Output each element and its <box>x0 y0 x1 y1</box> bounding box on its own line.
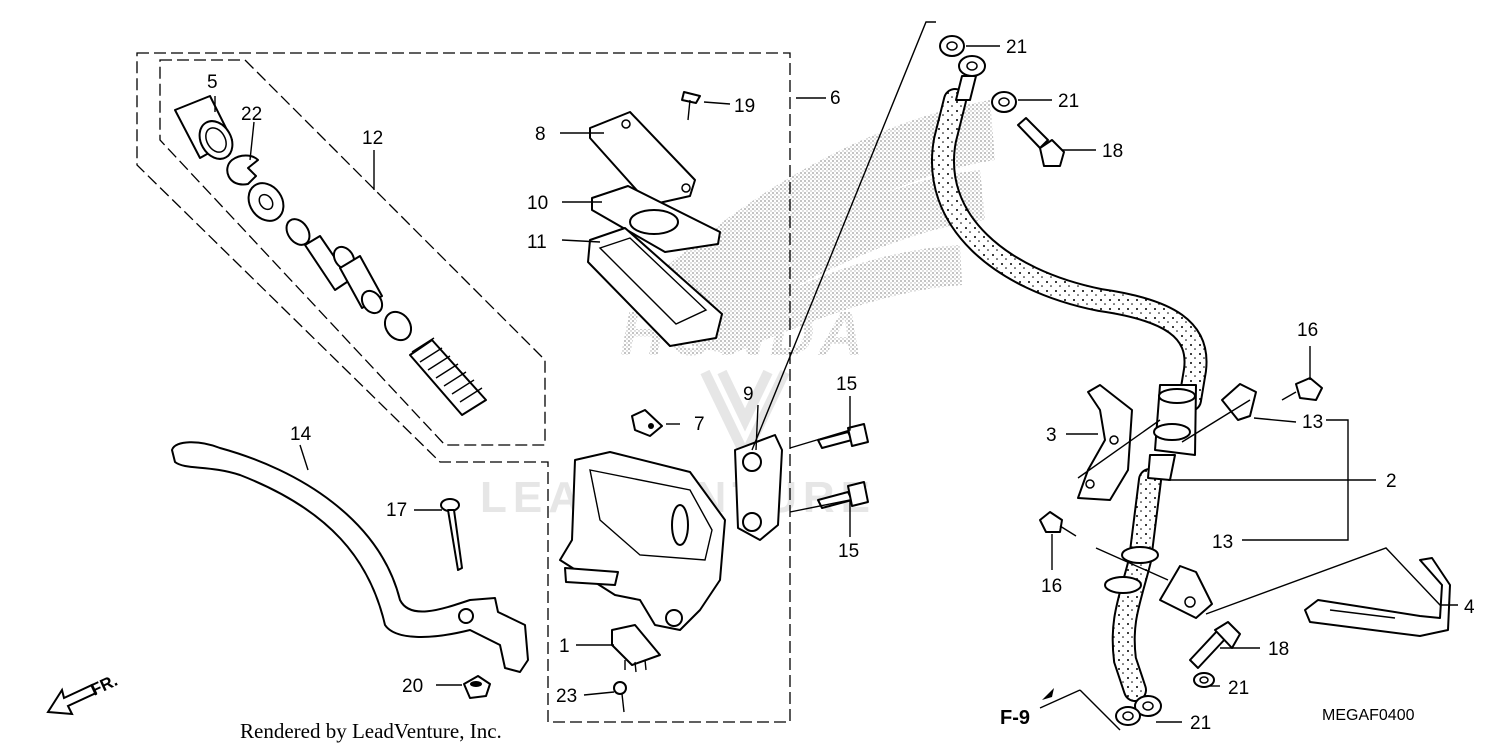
callout-2: 2 <box>1386 471 1397 492</box>
callout-19: 19 <box>734 96 755 117</box>
washer-21-d <box>1115 706 1141 726</box>
callout-22: 22 <box>241 104 262 125</box>
callout-7: 7 <box>694 414 705 435</box>
callout-3: 3 <box>1046 425 1057 446</box>
callout-15-upper: 15 <box>836 374 857 395</box>
piston-kit-parts <box>174 95 487 416</box>
front-arrow-icon <box>46 683 98 716</box>
banjo-fitting-lower <box>1134 695 1162 717</box>
callout-13-lower: 13 <box>1212 532 1233 553</box>
washer-21-c <box>1193 672 1215 688</box>
callout-12: 12 <box>362 128 383 149</box>
callout-9: 9 <box>743 384 754 405</box>
screw-23 <box>613 681 627 713</box>
callout-15-lower: 15 <box>838 541 859 562</box>
bolt-16-upper <box>1281 377 1323 401</box>
reservoir-parts <box>587 111 723 347</box>
callout-6: 6 <box>830 88 841 109</box>
bolt-18-upper <box>1017 117 1065 167</box>
callout-18-lower: 18 <box>1268 639 1289 660</box>
leader-lines <box>214 21 1458 731</box>
callout-11: 11 <box>527 232 547 253</box>
callout-21-a: 21 <box>1006 37 1027 58</box>
callout-14: 14 <box>290 424 312 445</box>
nut-20 <box>463 675 491 699</box>
bracket-7 <box>631 409 663 437</box>
holder-9 <box>734 434 783 541</box>
bolt-16-lower <box>1039 511 1077 537</box>
reference-f9: F-9 <box>1000 688 1054 729</box>
diagram-code: MEGAF0400 <box>1322 707 1415 724</box>
reference-arrow-icon <box>1042 688 1054 700</box>
bolt-15-upper <box>817 423 869 449</box>
stay-4 <box>1304 557 1451 637</box>
assembly-frame-12 <box>159 59 546 446</box>
front-direction-indicator: FR. <box>46 671 121 716</box>
lever-14 <box>171 441 529 673</box>
callout-20: 20 <box>402 676 423 697</box>
callout-8: 8 <box>535 124 546 145</box>
screw-19 <box>681 91 701 121</box>
render-credit: Rendered by LeadVenture, Inc. <box>240 719 502 743</box>
callout-13-upper: 13 <box>1302 412 1323 433</box>
callout-17: 17 <box>386 500 407 521</box>
callout-18-upper: 18 <box>1102 141 1123 162</box>
clamp-13-upper <box>1221 383 1257 421</box>
master-cylinder-body <box>559 451 726 631</box>
pivot-bolt-17 <box>440 498 463 571</box>
assembly-frame-6 <box>136 52 791 723</box>
callout-21-b: 21 <box>1058 91 1079 112</box>
stay-3 <box>1077 384 1133 501</box>
callout-21-c: 21 <box>1228 678 1249 699</box>
switch-1 <box>611 624 661 673</box>
callout-10: 10 <box>527 193 548 214</box>
callout-5: 5 <box>207 72 218 93</box>
brake-hose-2 <box>931 88 1208 702</box>
honda-wing-watermark <box>640 100 995 355</box>
callout-1: 1 <box>559 636 570 657</box>
reference-f9-label: F-9 <box>1000 707 1030 729</box>
callout-16-lower: 16 <box>1041 576 1062 597</box>
washer-21-a <box>939 35 965 57</box>
washer-21-b <box>991 91 1017 113</box>
clamp-13-lower <box>1159 565 1213 619</box>
callout-labels: 5 22 12 6 19 8 10 11 7 9 15 15 14 17 20 … <box>207 37 1475 734</box>
banjo-fitting-upper <box>955 55 986 101</box>
bolt-18-lower <box>1189 621 1241 669</box>
callout-4: 4 <box>1464 597 1475 618</box>
callout-23: 23 <box>556 686 577 707</box>
callout-16-upper: 16 <box>1297 320 1318 341</box>
callout-21-d: 21 <box>1190 713 1211 734</box>
